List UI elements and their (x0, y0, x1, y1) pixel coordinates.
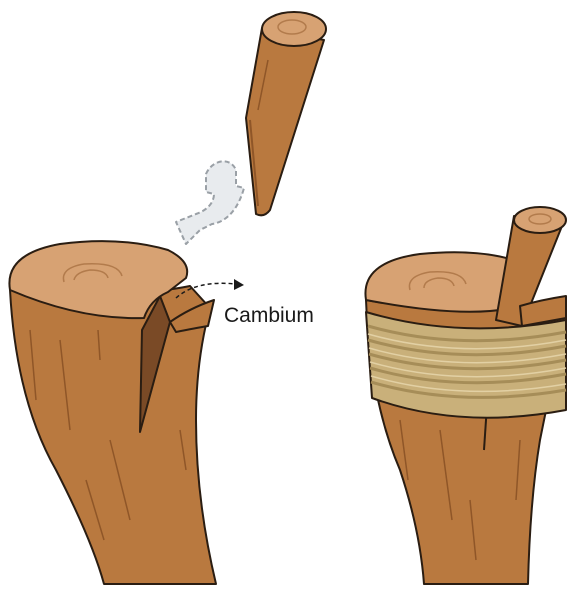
rootstock-split (9, 241, 216, 584)
insert-arrow-icon (176, 161, 244, 244)
scion-stick (246, 12, 326, 215)
cambium-label: Cambium (224, 304, 314, 327)
twine-binding (366, 312, 566, 418)
